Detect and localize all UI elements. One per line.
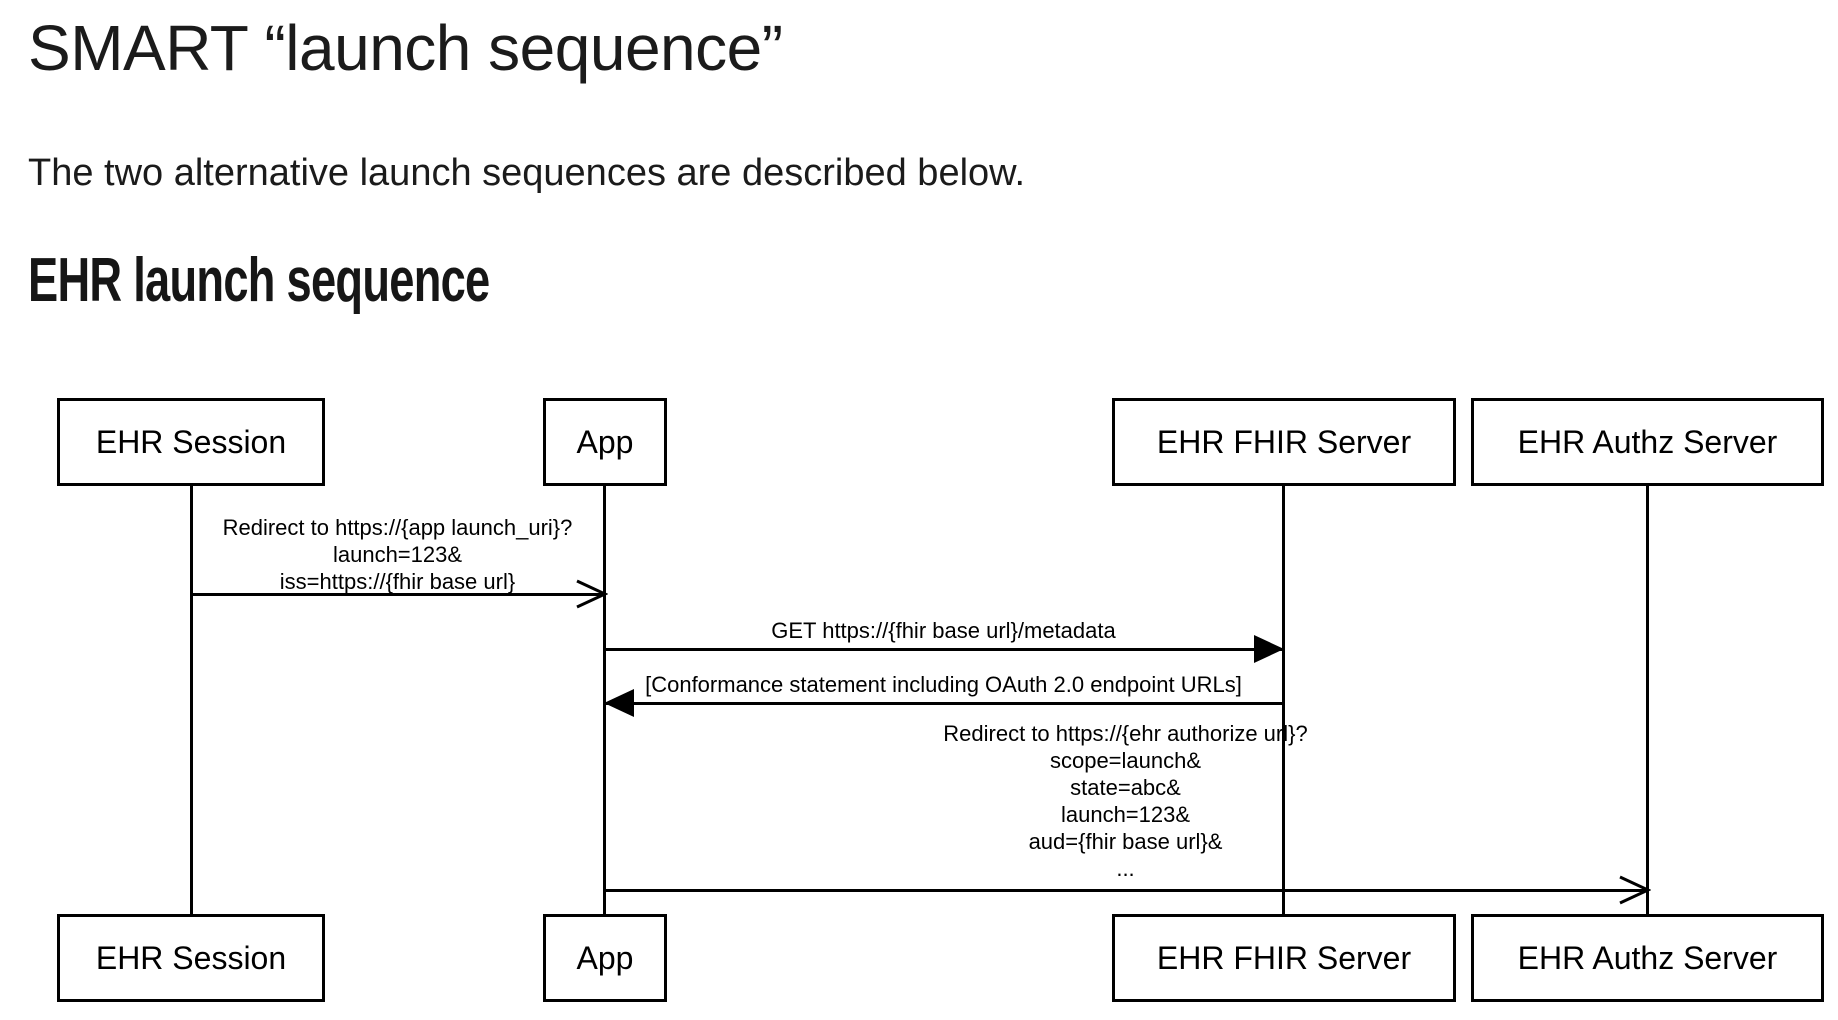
open-arrowhead-icon (576, 579, 608, 609)
message-3-label: [Conformance statement including OAuth 2… (604, 671, 1283, 698)
actor-label: EHR FHIR Server (1156, 424, 1412, 460)
message-1-line-2: launch=123& (332, 542, 463, 567)
actor-label: EHR Authz Server (1517, 424, 1778, 460)
message-2-label: GET https://{fhir base url}/metadata (604, 617, 1283, 644)
message-3-line-1: [Conformance statement including OAuth 2… (645, 672, 1242, 697)
actor-box-top-ehr-authz-server: EHR Authz Server (1471, 398, 1824, 486)
message-1-line-3: iss=https://{fhir base url} (279, 569, 516, 594)
actor-label: App (576, 940, 634, 976)
lifeline-ehr-fhir-server (1282, 484, 1285, 914)
open-arrowhead-icon (1619, 875, 1651, 905)
lifeline-app (603, 484, 606, 914)
lifeline-ehr-authz-server (1646, 484, 1649, 914)
message-1-arrow-line (191, 593, 605, 596)
message-4-line-2: scope=launch& (1049, 748, 1202, 773)
message-4-line-1: Redirect to https://{ehr authorize url}? (943, 721, 1308, 746)
actor-box-top-ehr-fhir-server: EHR FHIR Server (1112, 398, 1456, 486)
message-1-label: Redirect to https://{app launch_uri}? la… (191, 514, 604, 595)
message-4-arrow-line (604, 889, 1648, 892)
section-heading: EHR launch sequence (28, 246, 490, 315)
page-title: SMART “launch sequence” (28, 12, 783, 84)
filled-arrowhead-icon (1254, 635, 1284, 663)
message-4-line-3: state=abc& (1070, 775, 1181, 800)
actor-box-bottom-ehr-fhir-server: EHR FHIR Server (1112, 914, 1456, 1002)
actor-box-top-ehr-session: EHR Session (57, 398, 325, 486)
message-4-line-4: launch=123& (1060, 802, 1191, 827)
actor-box-bottom-ehr-session: EHR Session (57, 914, 325, 1002)
message-4-line-5: aud={fhir base url}& (1028, 829, 1223, 854)
actor-label: EHR Session (95, 424, 287, 460)
actor-box-bottom-app: App (543, 914, 667, 1002)
intro-text: The two alternative launch sequences are… (28, 152, 1026, 194)
message-2-line-1: GET https://{fhir base url}/metadata (771, 618, 1116, 643)
message-4-label: Redirect to https://{ehr authorize url}?… (604, 720, 1647, 882)
actor-label: App (576, 424, 634, 460)
actor-box-top-app: App (543, 398, 667, 486)
message-4-line-6: ... (1116, 856, 1135, 881)
actor-label: EHR Authz Server (1517, 940, 1778, 976)
message-2-arrow-line (604, 648, 1284, 651)
actor-label: EHR Session (95, 940, 287, 976)
actor-label: EHR FHIR Server (1156, 940, 1412, 976)
message-1-line-1: Redirect to https://{app launch_uri}? (222, 515, 573, 540)
lifeline-ehr-session (190, 484, 193, 914)
filled-arrowhead-icon (604, 689, 634, 717)
actor-box-bottom-ehr-authz-server: EHR Authz Server (1471, 914, 1824, 1002)
message-3-arrow-line (604, 702, 1284, 705)
